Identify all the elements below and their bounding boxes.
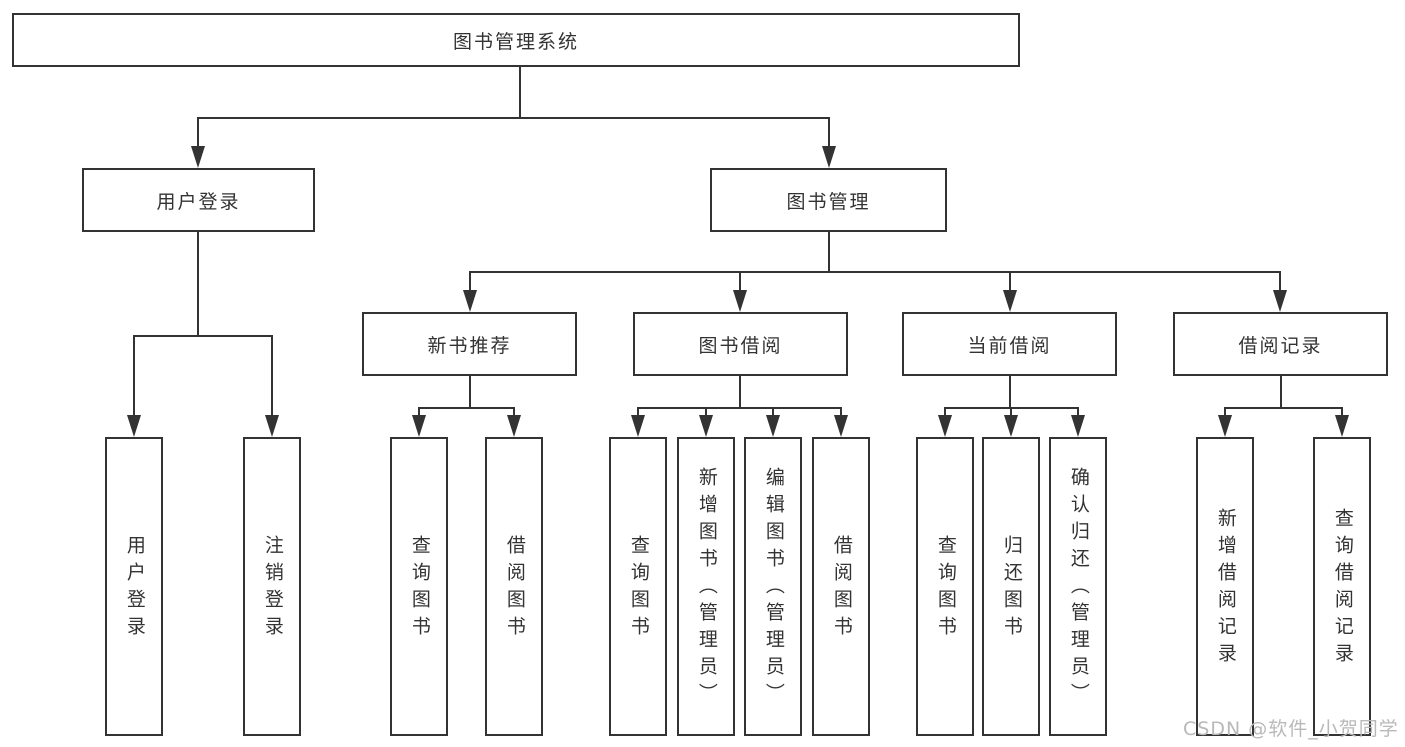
connector-line xyxy=(519,67,521,119)
arrow-down-icon xyxy=(1273,290,1287,312)
connector-line xyxy=(197,117,199,148)
connector-line xyxy=(271,335,273,416)
connector-line xyxy=(1077,407,1079,417)
connector-line xyxy=(1224,407,1342,409)
arrow-down-icon xyxy=(507,415,521,437)
connector-line xyxy=(513,407,515,417)
arrow-down-icon xyxy=(412,415,426,437)
leaf-record-add-borrow-record: 新增借阅记录 xyxy=(1196,437,1254,736)
connector-line xyxy=(469,376,471,408)
node-borrow-record: 借阅记录 xyxy=(1173,312,1388,376)
arrow-down-icon xyxy=(834,415,848,437)
connector-line xyxy=(1280,376,1282,408)
leaf-current-return-book: 归还图书 xyxy=(982,437,1040,736)
arrow-down-icon xyxy=(463,290,477,312)
connector-line xyxy=(133,335,273,337)
connector-line xyxy=(772,407,774,417)
connector-line xyxy=(828,117,830,148)
arrow-down-icon xyxy=(1218,415,1232,437)
arrow-down-icon xyxy=(938,415,952,437)
connector-line xyxy=(840,407,842,417)
connector-line xyxy=(197,232,199,336)
connector-line xyxy=(1009,271,1011,291)
leaf-borrow-add-book-admin: 新增图书（管理员） xyxy=(677,437,735,736)
connector-line xyxy=(418,407,420,417)
connector-line xyxy=(197,117,830,119)
connector-line xyxy=(637,407,639,417)
leaf-user-login: 用户登录 xyxy=(105,437,163,736)
connector-line xyxy=(469,271,1281,273)
connector-line xyxy=(705,407,707,417)
connector-line xyxy=(1224,407,1226,417)
arrow-down-icon xyxy=(631,415,645,437)
leaf-borrow-borrow-book: 借阅图书 xyxy=(812,437,870,736)
node-book-management: 图书管理 xyxy=(710,168,947,232)
arrow-down-icon xyxy=(127,415,141,437)
leaf-recommend-borrow-book: 借阅图书 xyxy=(485,437,543,736)
node-root-library-system: 图书管理系统 xyxy=(12,13,1020,67)
connector-line xyxy=(739,271,741,291)
arrow-down-icon xyxy=(265,415,279,437)
arrow-down-icon xyxy=(1004,415,1018,437)
leaf-borrow-query-book: 查询图书 xyxy=(609,437,667,736)
arrow-down-icon xyxy=(1071,415,1085,437)
node-new-book-recommend: 新书推荐 xyxy=(362,312,577,376)
connector-line xyxy=(1009,376,1011,408)
arrow-down-icon xyxy=(191,146,205,168)
connector-line xyxy=(944,407,946,417)
arrow-down-icon xyxy=(1335,415,1349,437)
leaf-recommend-query-book: 查询图书 xyxy=(390,437,448,736)
node-book-borrow: 图书借阅 xyxy=(633,312,848,376)
connector-line xyxy=(469,271,471,291)
connector-line xyxy=(418,407,515,409)
arrow-down-icon xyxy=(766,415,780,437)
connector-line xyxy=(133,335,135,416)
arrow-down-icon xyxy=(733,290,747,312)
watermark: CSDN @软件_小贺同学 xyxy=(1183,718,1399,740)
node-user-login: 用户登录 xyxy=(82,168,315,232)
arrow-down-icon xyxy=(822,146,836,168)
leaf-borrow-edit-book-admin: 编辑图书（管理员） xyxy=(744,437,802,736)
node-current-borrow: 当前借阅 xyxy=(902,312,1117,376)
leaf-current-confirm-return-admin: 确认归还（管理员） xyxy=(1049,437,1107,736)
connector-line xyxy=(1341,407,1343,417)
connector-line xyxy=(828,232,830,272)
connector-line xyxy=(1010,407,1012,417)
connector-line xyxy=(739,376,741,408)
leaf-logout: 注销登录 xyxy=(243,437,301,736)
leaf-current-query-book: 查询图书 xyxy=(916,437,974,736)
arrow-down-icon xyxy=(1003,290,1017,312)
connector-line xyxy=(1279,271,1281,291)
leaf-record-query-borrow-record: 查询借阅记录 xyxy=(1313,437,1371,736)
arrow-down-icon xyxy=(699,415,713,437)
connector-line xyxy=(637,407,842,409)
